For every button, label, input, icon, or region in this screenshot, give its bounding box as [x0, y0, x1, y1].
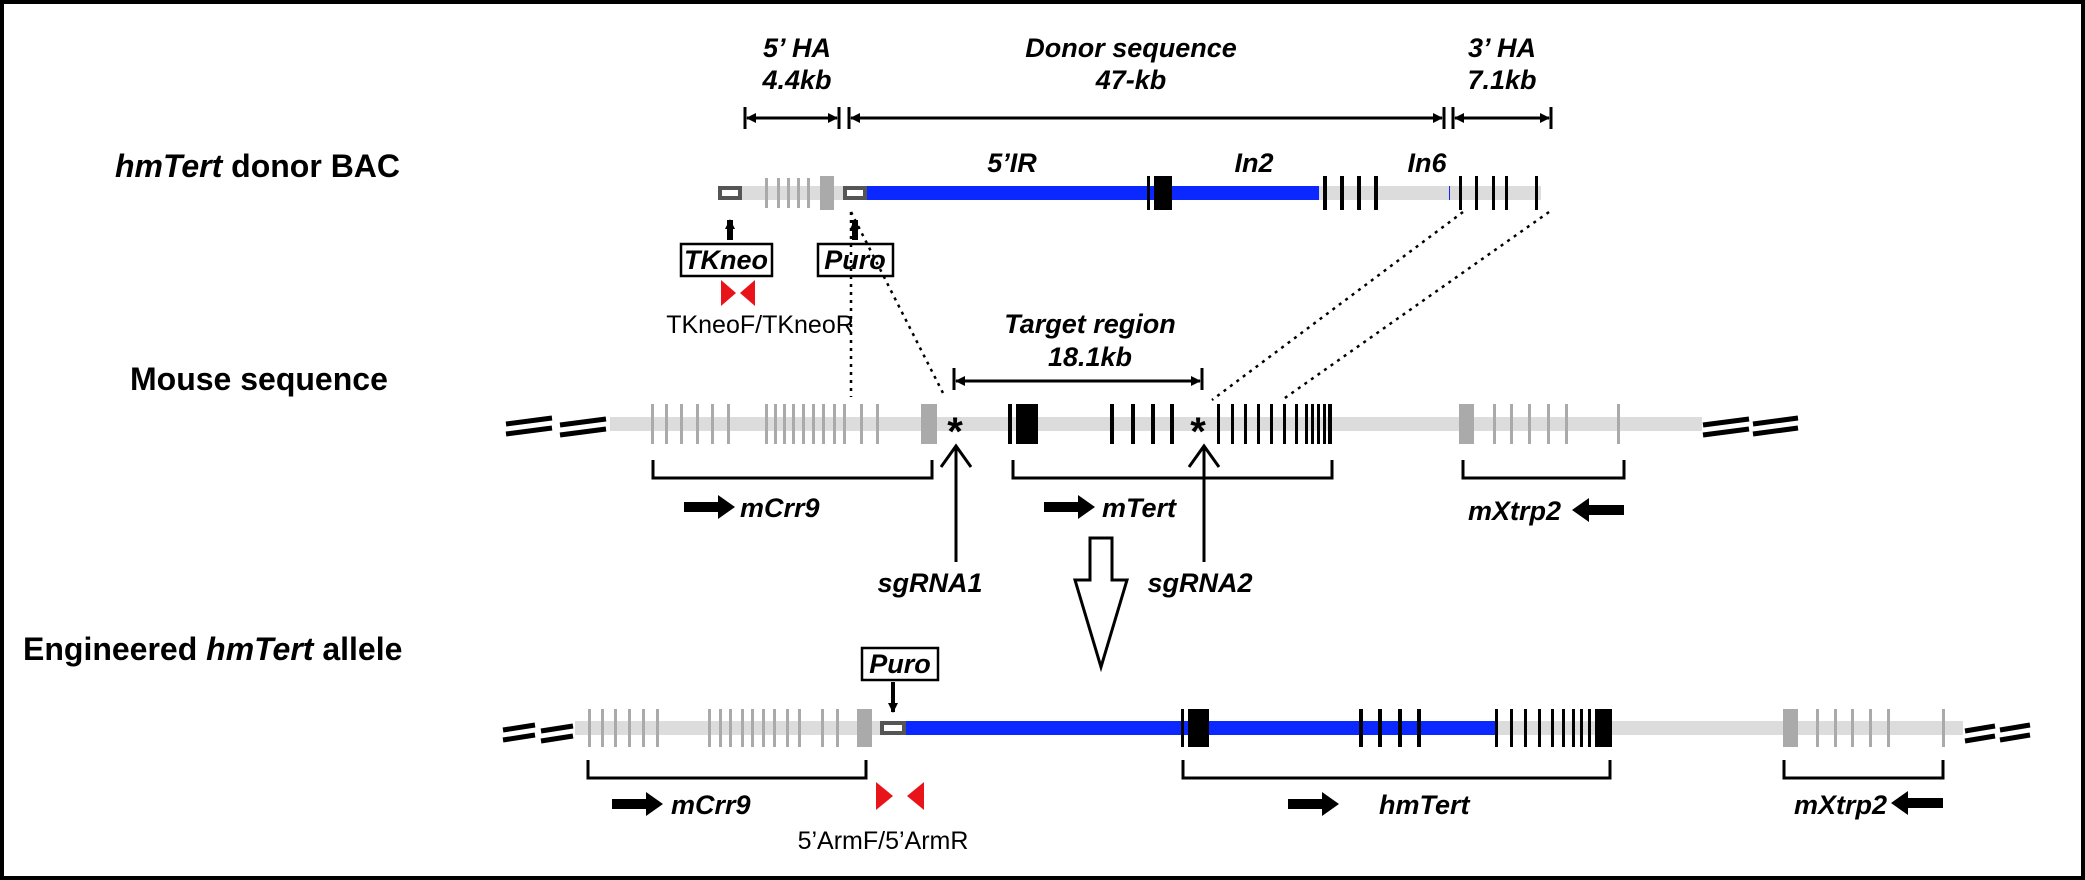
mcrr9-b-label: mCrr9 [671, 790, 751, 820]
puro2-label-box [860, 646, 940, 682]
mouse-gene-brackets [651, 460, 1626, 480]
mouse-locus: * * [505, 404, 1799, 454]
cut-site-1: * [947, 410, 963, 454]
mxtrp2-b-label: mXtrp2 [1794, 790, 1887, 820]
tkneo-forward-primer [721, 280, 736, 306]
mcrr9-label: mCrr9 [740, 493, 820, 523]
target-region-dimension: Target region 18.1kb [952, 309, 1204, 390]
mxtrp2-label: mXtrp2 [1468, 496, 1561, 526]
ha3-size: 7.1kb [1467, 65, 1536, 95]
eng-title-italic: hmTert [206, 631, 315, 667]
ha5-size: 4.4kb [761, 65, 831, 95]
mouse-title: Mouse sequence [130, 361, 388, 397]
conversion-arrow [1072, 536, 1130, 673]
tkneo-primers-label: TKneoF/TKneoR [666, 311, 854, 339]
mcrr9-direction-arrow [684, 495, 735, 519]
arm-reverse-primer [907, 782, 924, 810]
mxtrp2-b-direction-arrow [1891, 791, 1943, 815]
mouse-backbone [610, 417, 1702, 431]
cut-site-2: * [1190, 410, 1206, 454]
puro2-label: Puro [869, 649, 931, 679]
eng-title-post: allele [313, 631, 402, 667]
donor-size: 47-kb [1095, 65, 1167, 95]
intron-gray-1 [1319, 186, 1449, 200]
mouse-gene-labels: mCrr9 mTert mXtrp2 [684, 493, 1624, 526]
bac-title: hmTert donor BAC [115, 148, 400, 184]
dimension-arrows [743, 107, 1553, 129]
engineered-gene-labels: mCrr9 5’ArmF/5’ArmR hmTert mXtrp2 [612, 782, 1943, 855]
donor-bac-construct: 5’IR In2 In6 [718, 148, 1541, 210]
sgrna1-label: sgRNA1 [877, 568, 982, 598]
mcrr9-b-direction-arrow [612, 792, 663, 816]
arm-forward-primer [876, 782, 893, 810]
tkneo-reverse-primer [740, 280, 755, 306]
hmtert-label: hmTert [1379, 790, 1471, 820]
engineered-gene-brackets [586, 760, 1945, 780]
engineered-puro: Puro [860, 646, 940, 713]
selection-cassettes: TKneo Puro TKneoF/TKneoR [666, 219, 895, 339]
sgrna-markers: sgRNA1 sgRNA2 [877, 443, 1253, 598]
sgrna2-label: sgRNA2 [1147, 568, 1252, 598]
puro-label: Puro [824, 245, 886, 275]
ha5-name: 5’ HA [763, 33, 831, 63]
engineered-locus [502, 709, 2031, 747]
label-in6: In6 [1407, 148, 1447, 178]
ha3-name: 3’ HA [1468, 33, 1536, 63]
homology-projection-lines [849, 210, 1550, 402]
bac-backbone [718, 186, 843, 200]
tkneo-box-marker [718, 186, 742, 200]
label-in2: In2 [1234, 148, 1273, 178]
puro-box-marker [843, 186, 867, 200]
engineered-title: Engineered hmTert allele [23, 631, 402, 667]
donor-name: Donor sequence [1025, 33, 1237, 63]
hmtert-direction-arrow [1288, 792, 1339, 816]
eng-title-pre: Engineered [23, 631, 206, 667]
mxtrp2-direction-arrow [1572, 498, 1624, 522]
arm-primers-label: 5’ArmF/5’ArmR [798, 827, 969, 855]
dimension-labels: 5’ HA 4.4kb Donor sequence 47-kb 3’ HA 7… [761, 33, 1536, 95]
target-size: 18.1kb [1048, 342, 1132, 372]
bac-title-italic: hmTert [115, 148, 224, 184]
tkneo-label-box [679, 242, 774, 278]
bac-title-rest: donor BAC [222, 148, 400, 184]
mtert-label: mTert [1102, 493, 1177, 523]
mtert-direction-arrow [1044, 495, 1095, 519]
tkneo-label: TKneo [684, 245, 768, 275]
label-5ir: 5’IR [987, 148, 1037, 178]
puro-insert-marker [880, 721, 906, 735]
target-name: Target region [1004, 309, 1176, 339]
